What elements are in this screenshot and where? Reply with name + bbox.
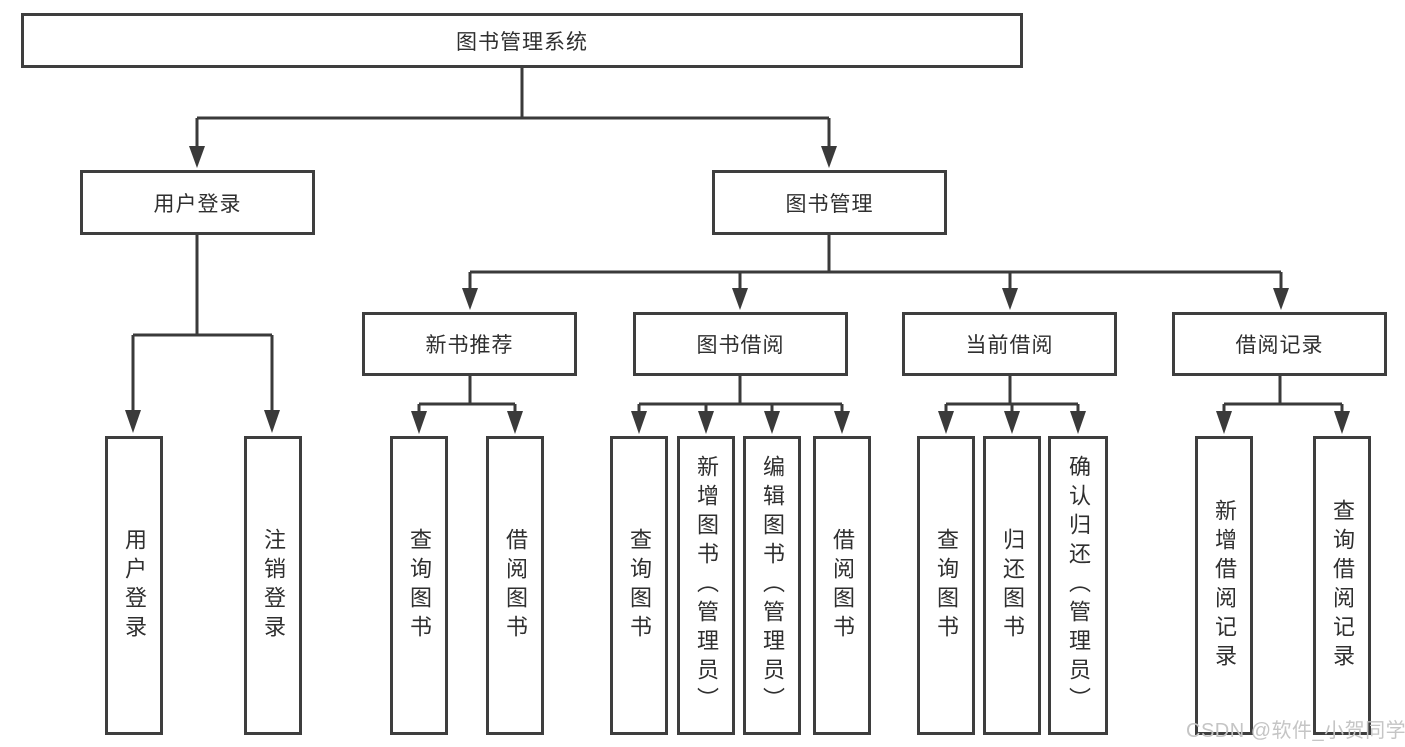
node-user-login: 用户登录 xyxy=(80,170,315,235)
csdn-watermark: CSDN @软件_小贺同学 xyxy=(1186,720,1405,742)
leaf-records-add-borrow-record-label: 新增借阅记录 xyxy=(1212,498,1237,673)
leaf-borrowing-borrow-books-label: 借阅图书 xyxy=(830,527,855,644)
node-user-login-label: 用户登录 xyxy=(153,192,242,216)
leaf-logout-login: 注销登录 xyxy=(244,436,302,735)
node-borrow-records: 借阅记录 xyxy=(1172,312,1387,376)
leaf-current-return-books: 归还图书 xyxy=(983,436,1041,735)
node-book-management-label: 图书管理 xyxy=(785,192,874,216)
leaf-current-query-books: 查询图书 xyxy=(917,436,975,735)
leaf-borrowing-query-books: 查询图书 xyxy=(610,436,668,735)
leaf-borrowing-borrow-books: 借阅图书 xyxy=(813,436,871,735)
leaf-current-confirm-return-admin-label: 确认归还（管理员） xyxy=(1066,455,1091,716)
leaf-logout-login-label: 注销登录 xyxy=(261,527,286,644)
leaf-borrowing-add-books-admin: 新增图书（管理员） xyxy=(677,436,735,735)
leaf-borrowing-edit-books-admin-label: 编辑图书（管理员） xyxy=(760,455,785,716)
leaf-recommend-query-books: 查询图书 xyxy=(390,436,448,735)
leaf-recommend-borrow-books-label: 借阅图书 xyxy=(503,527,528,644)
node-new-book-recommend-label: 新书推荐 xyxy=(425,334,514,357)
leaf-borrowing-edit-books-admin: 编辑图书（管理员） xyxy=(743,436,801,735)
node-book-borrowing: 图书借阅 xyxy=(633,312,848,376)
leaf-current-return-books-label: 归还图书 xyxy=(1000,527,1025,644)
leaf-current-query-books-label: 查询图书 xyxy=(934,527,959,644)
leaf-user-login-label: 用户登录 xyxy=(122,527,147,644)
leaf-records-add-borrow-record: 新增借阅记录 xyxy=(1195,436,1253,735)
leaf-records-query-borrow-record-label: 查询借阅记录 xyxy=(1330,498,1355,673)
node-current-borrowing: 当前借阅 xyxy=(902,312,1117,376)
leaf-borrowing-query-books-label: 查询图书 xyxy=(627,527,652,644)
leaf-recommend-borrow-books: 借阅图书 xyxy=(486,436,544,735)
node-borrow-records-label: 借阅记录 xyxy=(1235,334,1324,357)
leaf-records-query-borrow-record: 查询借阅记录 xyxy=(1313,436,1371,735)
leaf-user-login: 用户登录 xyxy=(105,436,163,735)
node-book-borrowing-label: 图书借阅 xyxy=(696,334,785,357)
node-root-label: 图书管理系统 xyxy=(456,30,588,54)
leaf-recommend-query-books-label: 查询图书 xyxy=(407,527,432,644)
leaf-current-confirm-return-admin: 确认归还（管理员） xyxy=(1048,436,1108,735)
node-current-borrowing-label: 当前借阅 xyxy=(965,334,1054,357)
node-root: 图书管理系统 xyxy=(21,13,1023,68)
node-book-management: 图书管理 xyxy=(712,170,947,235)
leaf-borrowing-add-books-admin-label: 新增图书（管理员） xyxy=(694,455,719,716)
node-new-book-recommend: 新书推荐 xyxy=(362,312,577,376)
